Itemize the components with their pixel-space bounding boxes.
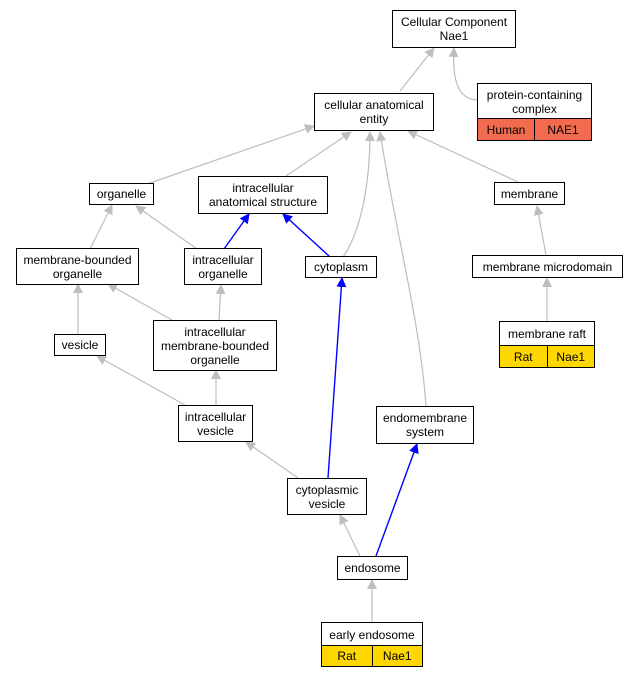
node-early-endosome[interactable]: early endosome Rat Nae1 xyxy=(321,622,423,667)
edge-io-to-organelle xyxy=(135,205,198,250)
gene-cell: NAE1 xyxy=(534,119,591,140)
node-label: membrane raft xyxy=(507,327,587,341)
node-membrane-microdomain[interactable]: membrane microdomain xyxy=(472,255,623,278)
edge-endomembrane-to-cae xyxy=(376,131,427,407)
species-cell: Rat xyxy=(500,346,547,367)
edge-imbo-to-mbo xyxy=(107,283,173,321)
species-cell: Rat xyxy=(322,646,372,666)
node-label: organelle xyxy=(96,187,147,201)
edge-mbo-to-organelle xyxy=(89,204,113,250)
edge-organelle-to-cae xyxy=(149,124,315,184)
node-endosome[interactable]: endosome xyxy=(337,556,408,580)
node-membrane-raft[interactable]: membrane raft Rat Nae1 xyxy=(499,321,595,368)
edge-mmd-to-membrane xyxy=(533,205,547,256)
edge-cytoplasm-to-cae xyxy=(342,131,375,258)
node-organelle[interactable]: organelle xyxy=(89,183,154,205)
edge-endosome-to-endomembrane xyxy=(375,443,419,557)
gene-cell: Nae1 xyxy=(371,646,422,666)
species-cell: Human xyxy=(478,119,534,140)
edge-imbo-to-io xyxy=(215,284,226,321)
edge-io-to-ias xyxy=(223,213,250,250)
edge-cv-to-cytoplasm xyxy=(327,277,347,479)
node-membrane[interactable]: membrane xyxy=(494,182,565,205)
node-vesicle[interactable]: vesicle xyxy=(54,334,106,356)
node-label: membrane microdomain xyxy=(482,259,613,274)
edge-ias-to-cae xyxy=(285,131,352,177)
edge-iv-to-vesicle xyxy=(96,355,186,406)
node-label: endosome xyxy=(344,561,401,575)
node-cytoplasm[interactable]: cytoplasm xyxy=(305,256,377,278)
edge-cae-to-cc xyxy=(399,47,435,92)
node-label: vesicle xyxy=(61,338,99,352)
edge-cytoplasm-to-ias xyxy=(282,213,330,257)
gene-cell: Nae1 xyxy=(546,346,594,367)
node-label: cytoplasm xyxy=(313,260,369,274)
edge-pcc-to-cc xyxy=(448,47,479,101)
node-label: membrane xyxy=(500,186,559,201)
edge-cv-to-iv xyxy=(245,441,299,479)
edge-membrane-to-cae xyxy=(407,130,519,183)
edge-endosome-to-cv xyxy=(339,514,361,557)
node-label: early endosome xyxy=(329,627,415,642)
